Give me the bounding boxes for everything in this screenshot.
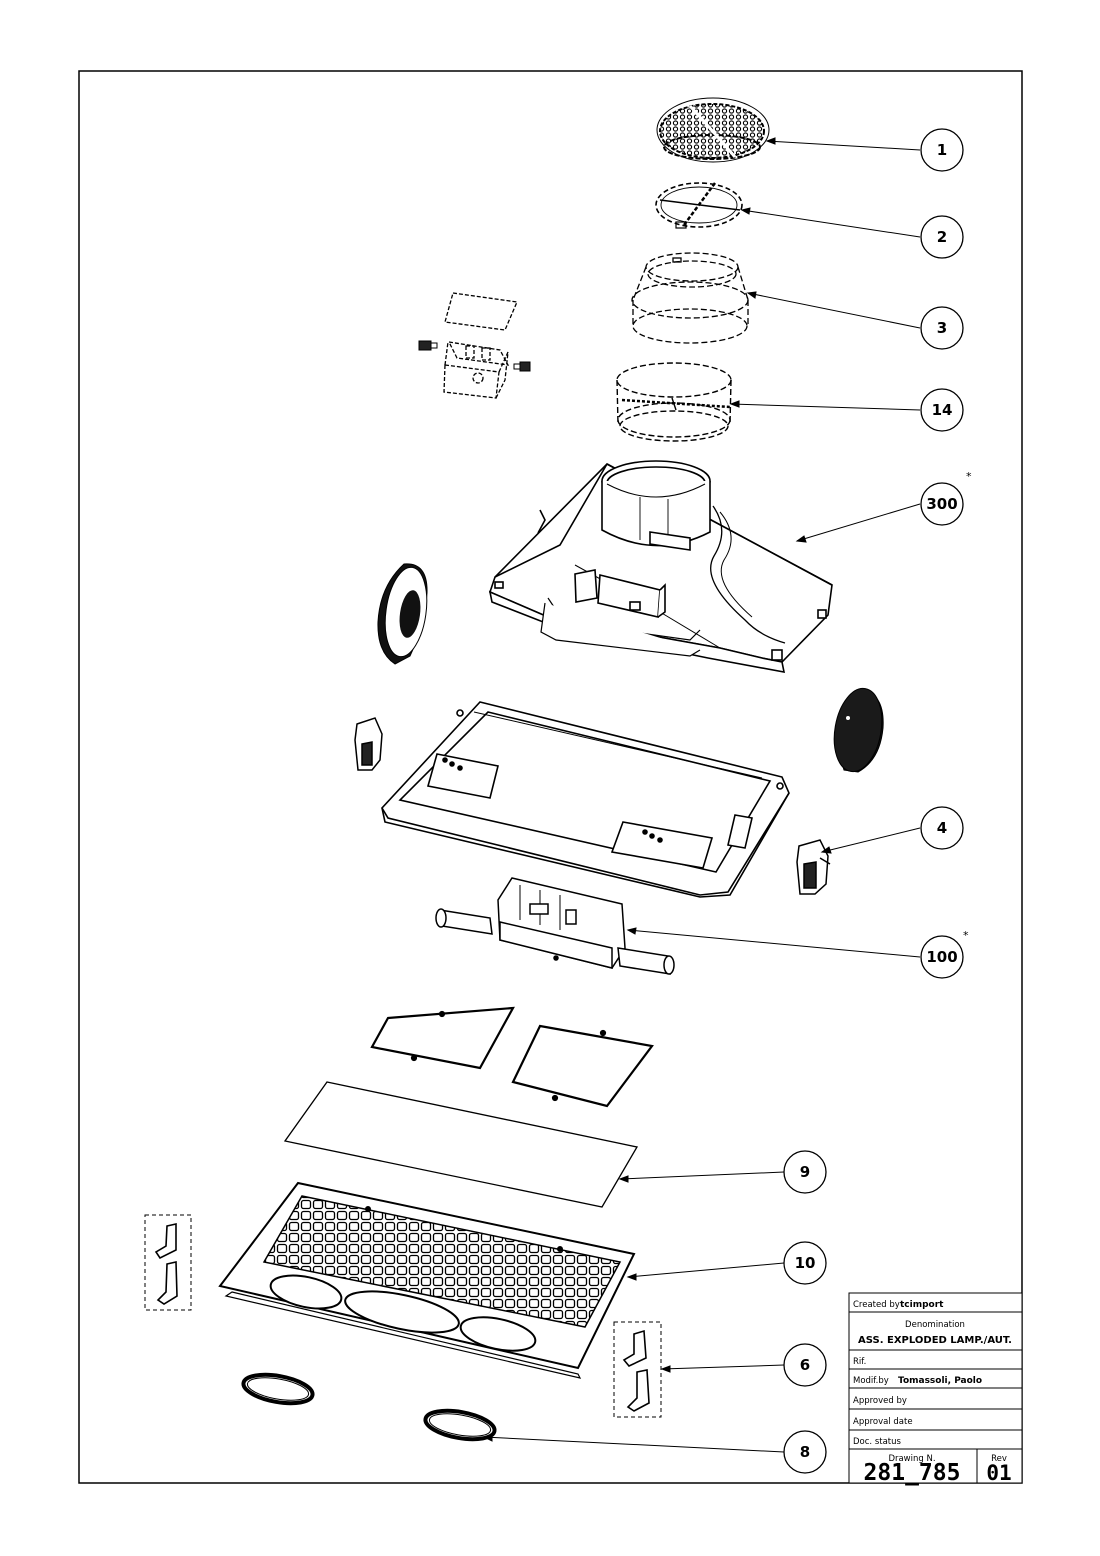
tb-approved-label: Approved by xyxy=(853,1396,907,1406)
callout-2-label: 2 xyxy=(937,228,947,246)
part-100-control-module xyxy=(435,877,675,975)
title-block: Created by tcimport Denomination ASS. EX… xyxy=(848,1292,1023,1486)
part-300-hood-body xyxy=(488,460,833,674)
part-10-bottom-grille xyxy=(218,1181,636,1379)
tb-denomination-label: Denomination xyxy=(905,1320,965,1330)
callout-100-star: * xyxy=(963,929,969,942)
tb-modif-value: Tomassoli, Paolo xyxy=(898,1376,982,1386)
callout-9: 9 xyxy=(783,1150,827,1194)
tb-rev-label: Rev xyxy=(991,1454,1007,1464)
tb-denomination-value: ASS. EXPLODED LAMP./AUT. xyxy=(858,1335,1012,1346)
tb-rev-value: 01 xyxy=(986,1461,1011,1485)
filter-frame-right xyxy=(511,1024,654,1108)
callout-10: 10 xyxy=(783,1241,827,1285)
tb-approval-date-label: Approval date xyxy=(853,1417,913,1427)
junction-box-screws xyxy=(418,340,531,372)
part-1-mesh-grille xyxy=(656,97,770,163)
filter-frame-left xyxy=(370,1006,515,1070)
callout-10-label: 10 xyxy=(795,1254,816,1272)
callout-8-label: 8 xyxy=(800,1443,810,1461)
callout-1: 1 xyxy=(920,128,964,172)
tb-modif-label: Modif.by xyxy=(853,1376,889,1386)
callout-100-label: 100 xyxy=(926,948,957,966)
part-8-clamp-rings xyxy=(241,1372,497,1442)
callout-6-label: 6 xyxy=(800,1356,810,1374)
carbon-filter-left xyxy=(377,563,428,665)
junction-box xyxy=(443,292,518,399)
tb-doc-status-label: Doc. status xyxy=(853,1437,902,1447)
callout-1-label: 1 xyxy=(937,141,947,159)
sheet-border xyxy=(78,70,1023,1484)
clip-set-right xyxy=(613,1321,662,1418)
part-9-glass-panel xyxy=(283,1081,639,1208)
callout-8: 8 xyxy=(783,1430,827,1474)
bracket-left xyxy=(354,717,383,771)
callout-14: 14 xyxy=(920,388,964,432)
carbon-filter-right xyxy=(833,687,884,773)
part-3-reducer-collar xyxy=(631,252,749,344)
callout-300-star: * xyxy=(966,470,972,483)
part-2-damper-disc xyxy=(655,182,743,229)
leader-lines xyxy=(482,137,921,1453)
callout-300-label: 300 xyxy=(926,495,957,513)
callout-3: 3 xyxy=(920,306,964,350)
callout-14-label: 14 xyxy=(932,401,953,419)
callout-4: 4 xyxy=(920,806,964,850)
inner-frame-tray xyxy=(381,701,790,898)
callout-3-label: 3 xyxy=(937,319,947,337)
clip-set-left xyxy=(144,1214,192,1311)
tb-created-value: tcimport xyxy=(900,1300,944,1310)
tb-drawing-label: Drawing N. xyxy=(888,1454,935,1464)
callout-2: 2 xyxy=(920,215,964,259)
tb-created-label: Created by xyxy=(853,1300,900,1310)
tb-rif-label: Rif. xyxy=(853,1357,866,1367)
callout-100: 100 * xyxy=(920,929,969,979)
callout-4-label: 4 xyxy=(937,819,947,837)
callout-9-label: 9 xyxy=(800,1163,810,1181)
part-4-bracket xyxy=(796,839,831,895)
callout-6: 6 xyxy=(783,1343,827,1387)
part-14-duct-ring xyxy=(616,362,732,442)
tb-drawing-value: 281_785 xyxy=(864,1460,961,1486)
callout-300: 300 * xyxy=(920,470,972,526)
